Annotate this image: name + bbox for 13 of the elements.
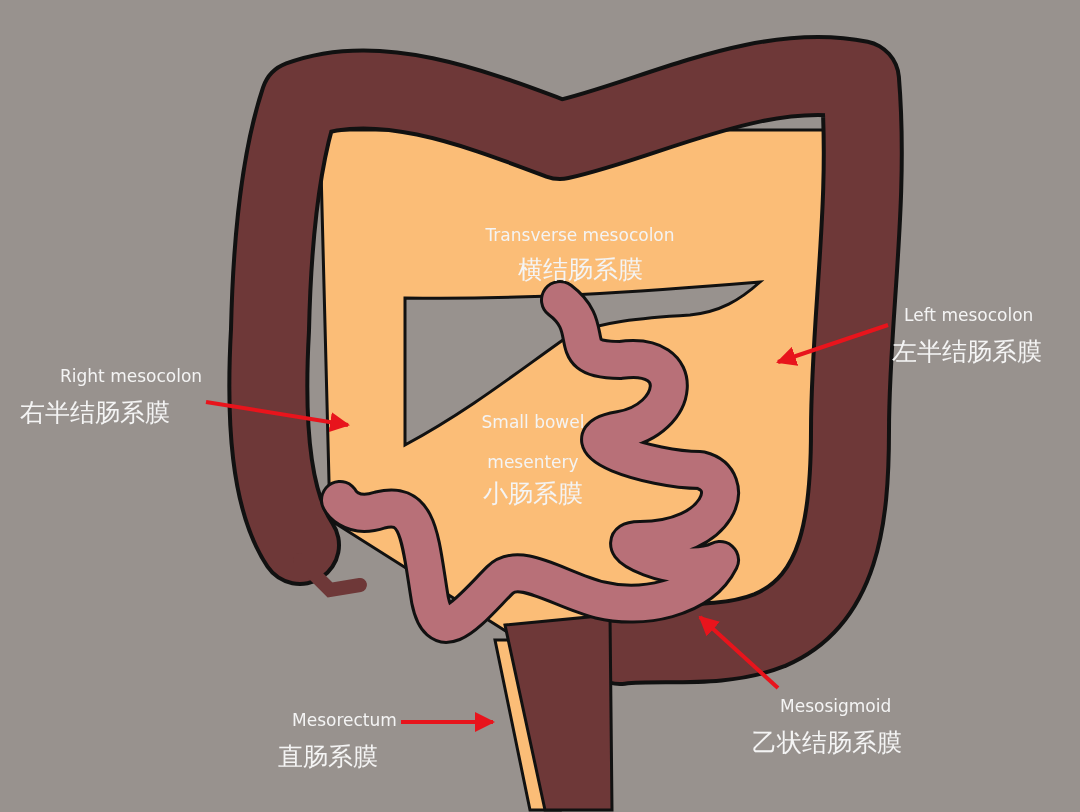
- leader-arrow: [776, 323, 889, 366]
- part-label: Transverse mesocolon: [484, 224, 676, 247]
- part-label: 直肠系膜: [278, 741, 379, 773]
- part-label: Small bowel mesentery: [480, 411, 586, 474]
- part-label: 小肠系膜: [482, 478, 584, 510]
- part-label: 横结肠系膜: [516, 254, 644, 286]
- part-label: Mesorectum: [291, 709, 397, 732]
- part-label: Mesosigmoid: [779, 695, 893, 718]
- part-label: Left mesocolon: [903, 304, 1035, 327]
- part-label: Right mesocolon: [59, 365, 203, 388]
- leader-arrow: [401, 712, 495, 732]
- part-label: 右半结肠系膜: [20, 397, 171, 429]
- part-label: 乙状结肠系膜: [752, 727, 902, 759]
